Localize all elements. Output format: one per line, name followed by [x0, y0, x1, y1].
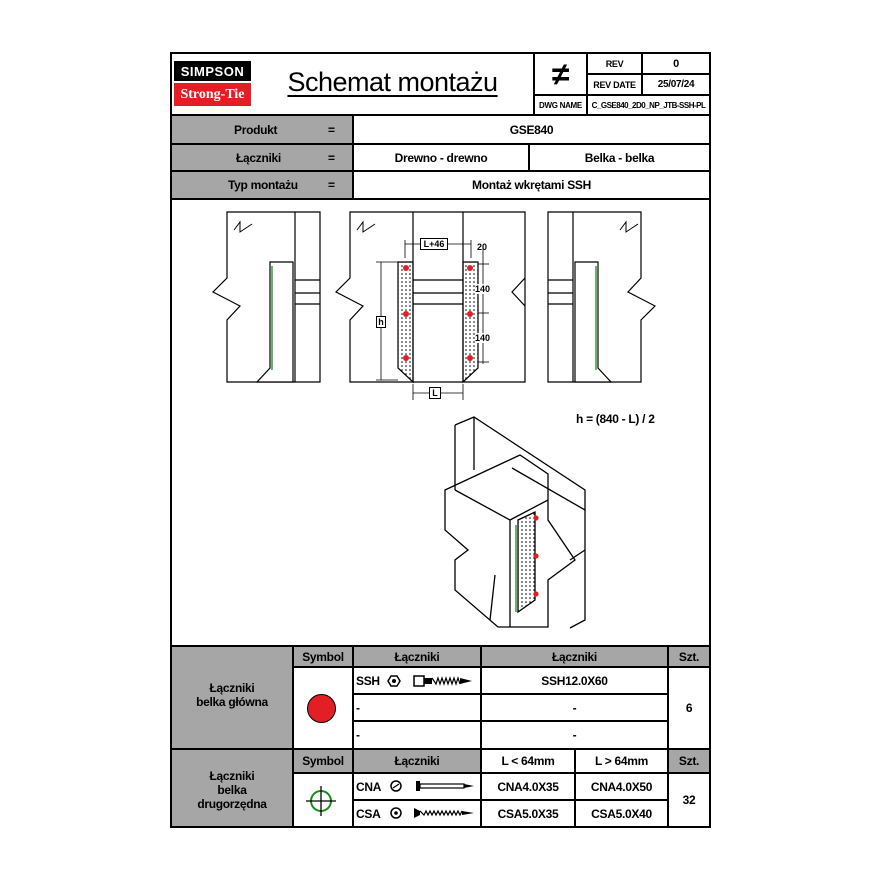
left-side-view: [211, 211, 321, 383]
equals-sign: =: [328, 150, 335, 165]
info-row-produkt: Produkt =: [172, 116, 352, 143]
table1-header-bg: [294, 647, 709, 666]
rev-date-value: 25/07/24: [657, 79, 695, 90]
dim-20: 20: [477, 242, 488, 252]
height-formula: h = (840 - L) / 2: [576, 412, 655, 426]
table2-col-symbol: Symbol: [302, 754, 344, 768]
table1-row3-code: -: [356, 728, 360, 742]
table1-row3-product: -: [572, 728, 577, 742]
dwg-name-value: C_GSE840_2D0_NP_JTB-SSH-PL: [591, 100, 706, 110]
typ-montazu-value: Montaż wkrętami SSH: [472, 178, 591, 192]
right-side-view: [547, 211, 657, 383]
typ-montazu-label: Typ montażu: [228, 178, 298, 192]
red-dot-symbol-icon: [307, 694, 336, 723]
not-equal-icon: ≠: [551, 55, 570, 92]
isometric-view: [444, 416, 586, 629]
simpson-logo-top: SIMPSON: [174, 61, 251, 81]
rev-label: REV: [605, 58, 624, 69]
laczniki-value-a: Drewno - drewno: [394, 150, 488, 165]
table1-col-fasteners2: Łączniki: [552, 649, 597, 664]
page-title: Schemat montażu: [287, 66, 498, 97]
table1-row1-product: SSH12.0X60: [541, 673, 608, 688]
produkt-label: Produkt: [234, 122, 278, 137]
table2-col-fasteners: Łączniki: [394, 754, 440, 768]
equals-sign: =: [328, 122, 335, 137]
table2-col-qty: Szt.: [678, 754, 700, 768]
dim-l: L: [429, 387, 441, 399]
center-view-red-screws: [403, 265, 473, 361]
equals-sign: =: [328, 178, 335, 192]
cna-nail-icon: [390, 780, 474, 792]
table1-row2-code: -: [356, 700, 360, 715]
rev-value: 0: [673, 57, 679, 70]
table1-col-fasteners: Łączniki: [394, 649, 440, 664]
info-row-laczniki: Łączniki =: [172, 145, 352, 170]
table1-row2-product: -: [572, 700, 577, 715]
table2-group-bg: [172, 750, 292, 826]
table2-header-bg: [294, 750, 480, 772]
dim-l-plus-46: L+46: [420, 238, 448, 250]
ssh-screw-icon: [387, 675, 472, 687]
table2-row2-gt: CSA5.0X40: [591, 806, 652, 821]
table2-row2-lt: CSA5.0X35: [497, 806, 559, 821]
table2-qty-header-bg: [669, 750, 709, 772]
produkt-value: GSE840: [509, 122, 554, 137]
green-crosshair-symbol-icon: [306, 786, 336, 816]
table2-qty: 32: [682, 793, 696, 807]
info-row-typ-montazu: Typ montażu =: [172, 172, 352, 198]
table2-col-gt64: L > 64mm: [594, 754, 649, 768]
table2-row1-gt: CNA4.0X50: [590, 779, 653, 794]
dwg-name-label: DWG NAME: [539, 100, 582, 110]
dim-140-upper: 140: [475, 284, 491, 294]
table2-row1-lt: CNA4.0X35: [497, 779, 559, 794]
isometric-view-screws: [515, 515, 539, 612]
strong-tie-logo: Strong-Tie: [174, 83, 251, 106]
table2-row2-code: CSA: [356, 806, 381, 821]
table1-col-qty: Szt.: [678, 649, 700, 664]
table1-qty: 6: [685, 701, 693, 715]
dim-140-lower: 140: [475, 333, 491, 343]
laczniki-value-b: Belka - belka: [584, 150, 655, 165]
table1-col-symbol: Symbol: [302, 649, 344, 664]
table1-group-bg: [172, 647, 292, 748]
table1-row1-code: SSH: [356, 673, 380, 688]
drawing-sheet: [170, 52, 711, 828]
table2-col-lt64: L < 64mm: [501, 754, 555, 768]
dim-h: h: [376, 316, 386, 328]
table2-row1-code: CNA: [356, 779, 382, 794]
csa-screw-icon: [390, 807, 474, 819]
info-label-bg: [172, 116, 352, 198]
laczniki-label: Łączniki: [236, 150, 281, 165]
rev-date-label: REV DATE: [593, 79, 636, 90]
center-front-view: [334, 211, 526, 400]
